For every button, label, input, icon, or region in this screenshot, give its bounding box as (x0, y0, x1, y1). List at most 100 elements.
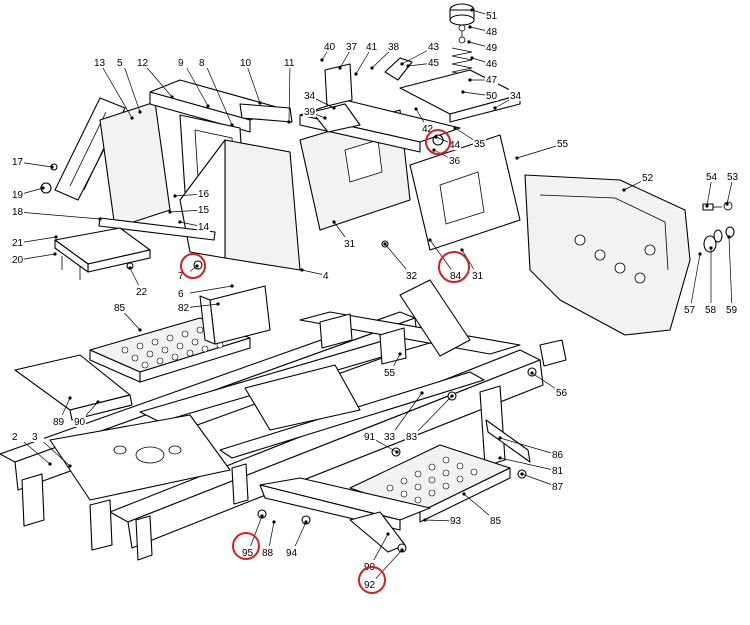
part-label-3: 3 (32, 432, 38, 443)
part-label-39: 39 (304, 107, 316, 118)
part-label-34b: 34 (510, 91, 522, 102)
label-bg-31 (343, 237, 356, 249)
leader-line-13 (99, 62, 133, 119)
leader-dot-12 (170, 95, 174, 99)
part-label-17: 17 (12, 157, 24, 168)
label-bg-16 (197, 187, 210, 199)
leader-dot-88 (272, 520, 276, 524)
part-label-81: 81 (552, 466, 564, 477)
label-bg-20 (11, 253, 24, 265)
label-bg-12 (136, 56, 149, 68)
part-label-51: 51 (486, 11, 498, 22)
leader-line-18 (17, 211, 101, 220)
label-bg-22 (135, 285, 148, 297)
part-label-19: 19 (12, 190, 24, 201)
leader-dot-32 (383, 242, 387, 246)
leader-dot-40 (320, 58, 324, 62)
leader-dot-50 (461, 90, 465, 94)
leader-line-83 (411, 395, 453, 438)
leader-dot-85 (138, 328, 142, 332)
label-bg-10 (239, 56, 252, 68)
part-label-48: 48 (486, 27, 498, 38)
label-bg-50 (485, 89, 498, 101)
leader-dot-35 (453, 126, 457, 130)
tray-20 (54, 227, 151, 280)
part-label-40: 40 (324, 42, 336, 53)
leader-dot-9 (206, 104, 210, 108)
label-bg-48 (485, 25, 498, 37)
part-label-9: 9 (178, 58, 184, 69)
label-bg-6 (177, 287, 190, 299)
part-label-95: 95 (242, 548, 254, 559)
part-label-37: 37 (346, 42, 358, 53)
leader-line-21 (17, 236, 57, 244)
part-label-7: 7 (178, 271, 184, 282)
leader-dot-55 (515, 156, 519, 160)
label-bg-33 (383, 430, 396, 442)
part-label-20: 20 (12, 255, 24, 266)
label-bg-85 (113, 301, 126, 313)
label-bg-91 (363, 430, 376, 442)
part-label-15: 15 (198, 205, 210, 216)
leader-line-81 (499, 457, 559, 472)
label-bg-32 (405, 269, 418, 281)
leader-dot-19 (41, 186, 45, 190)
label-bg-92 (363, 578, 376, 590)
leader-dot-95 (260, 514, 264, 518)
label-bg-7 (177, 269, 190, 281)
label-bg-52 (641, 171, 654, 183)
label-bg-40 (323, 40, 336, 52)
label-bg-34b (509, 89, 522, 101)
part-label-35: 35 (474, 139, 486, 150)
leader-line-57 (689, 253, 701, 311)
leader-dot-36 (432, 148, 436, 152)
label-bg-55b (383, 366, 396, 378)
label-bg-38 (387, 40, 400, 52)
leader-dot-17 (50, 165, 54, 169)
part-label-38: 38 (388, 42, 400, 53)
leader-dot-53 (725, 202, 729, 206)
label-bg-14 (197, 220, 210, 232)
part-label-46: 46 (486, 59, 498, 70)
part-label-89: 89 (53, 417, 65, 428)
leader-dot-4 (300, 268, 304, 272)
part-label-11: 11 (284, 58, 295, 69)
highlight-circle-39 (425, 129, 451, 155)
leader-dot-18 (98, 217, 102, 221)
label-bg-45 (427, 56, 440, 68)
label-bg-84 (449, 269, 462, 281)
leader-dot-11 (287, 120, 291, 124)
leader-line-12 (142, 62, 173, 98)
leader-line-9 (183, 62, 209, 107)
part-label-50: 50 (486, 91, 498, 102)
bracket-82 (199, 285, 271, 345)
label-bg-59 (725, 303, 738, 315)
leader-line-86 (499, 437, 559, 456)
leader-dot-33 (420, 391, 424, 395)
leader-dot-16 (173, 194, 177, 198)
leader-dot-31 (332, 220, 336, 224)
leader-line-55 (516, 143, 564, 159)
label-bg-90 (73, 415, 86, 427)
leader-dot-55b (398, 352, 402, 356)
part-label-42: 42 (422, 124, 434, 135)
label-bg-4 (322, 269, 335, 281)
part-label-14: 14 (198, 222, 210, 233)
label-bg-19 (11, 188, 24, 200)
leader-dot-22 (128, 266, 132, 270)
leader-dot-51 (470, 8, 474, 12)
highlight-circle-95 (232, 532, 260, 560)
part-label-18: 18 (12, 207, 24, 218)
part-label-85b: 85 (490, 516, 502, 527)
label-bg-41 (365, 40, 378, 52)
leader-dot-38 (370, 66, 374, 70)
label-bg-3 (31, 430, 44, 442)
label-bg-36 (448, 154, 461, 166)
part-label-84: 84 (450, 271, 462, 282)
centre-dash-panels (299, 57, 521, 251)
label-bg-57 (683, 303, 696, 315)
leader-dot-41 (354, 72, 358, 76)
label-bg-34 (303, 89, 316, 101)
leader-dot-45 (406, 64, 410, 68)
label-bg-85b (489, 514, 502, 526)
